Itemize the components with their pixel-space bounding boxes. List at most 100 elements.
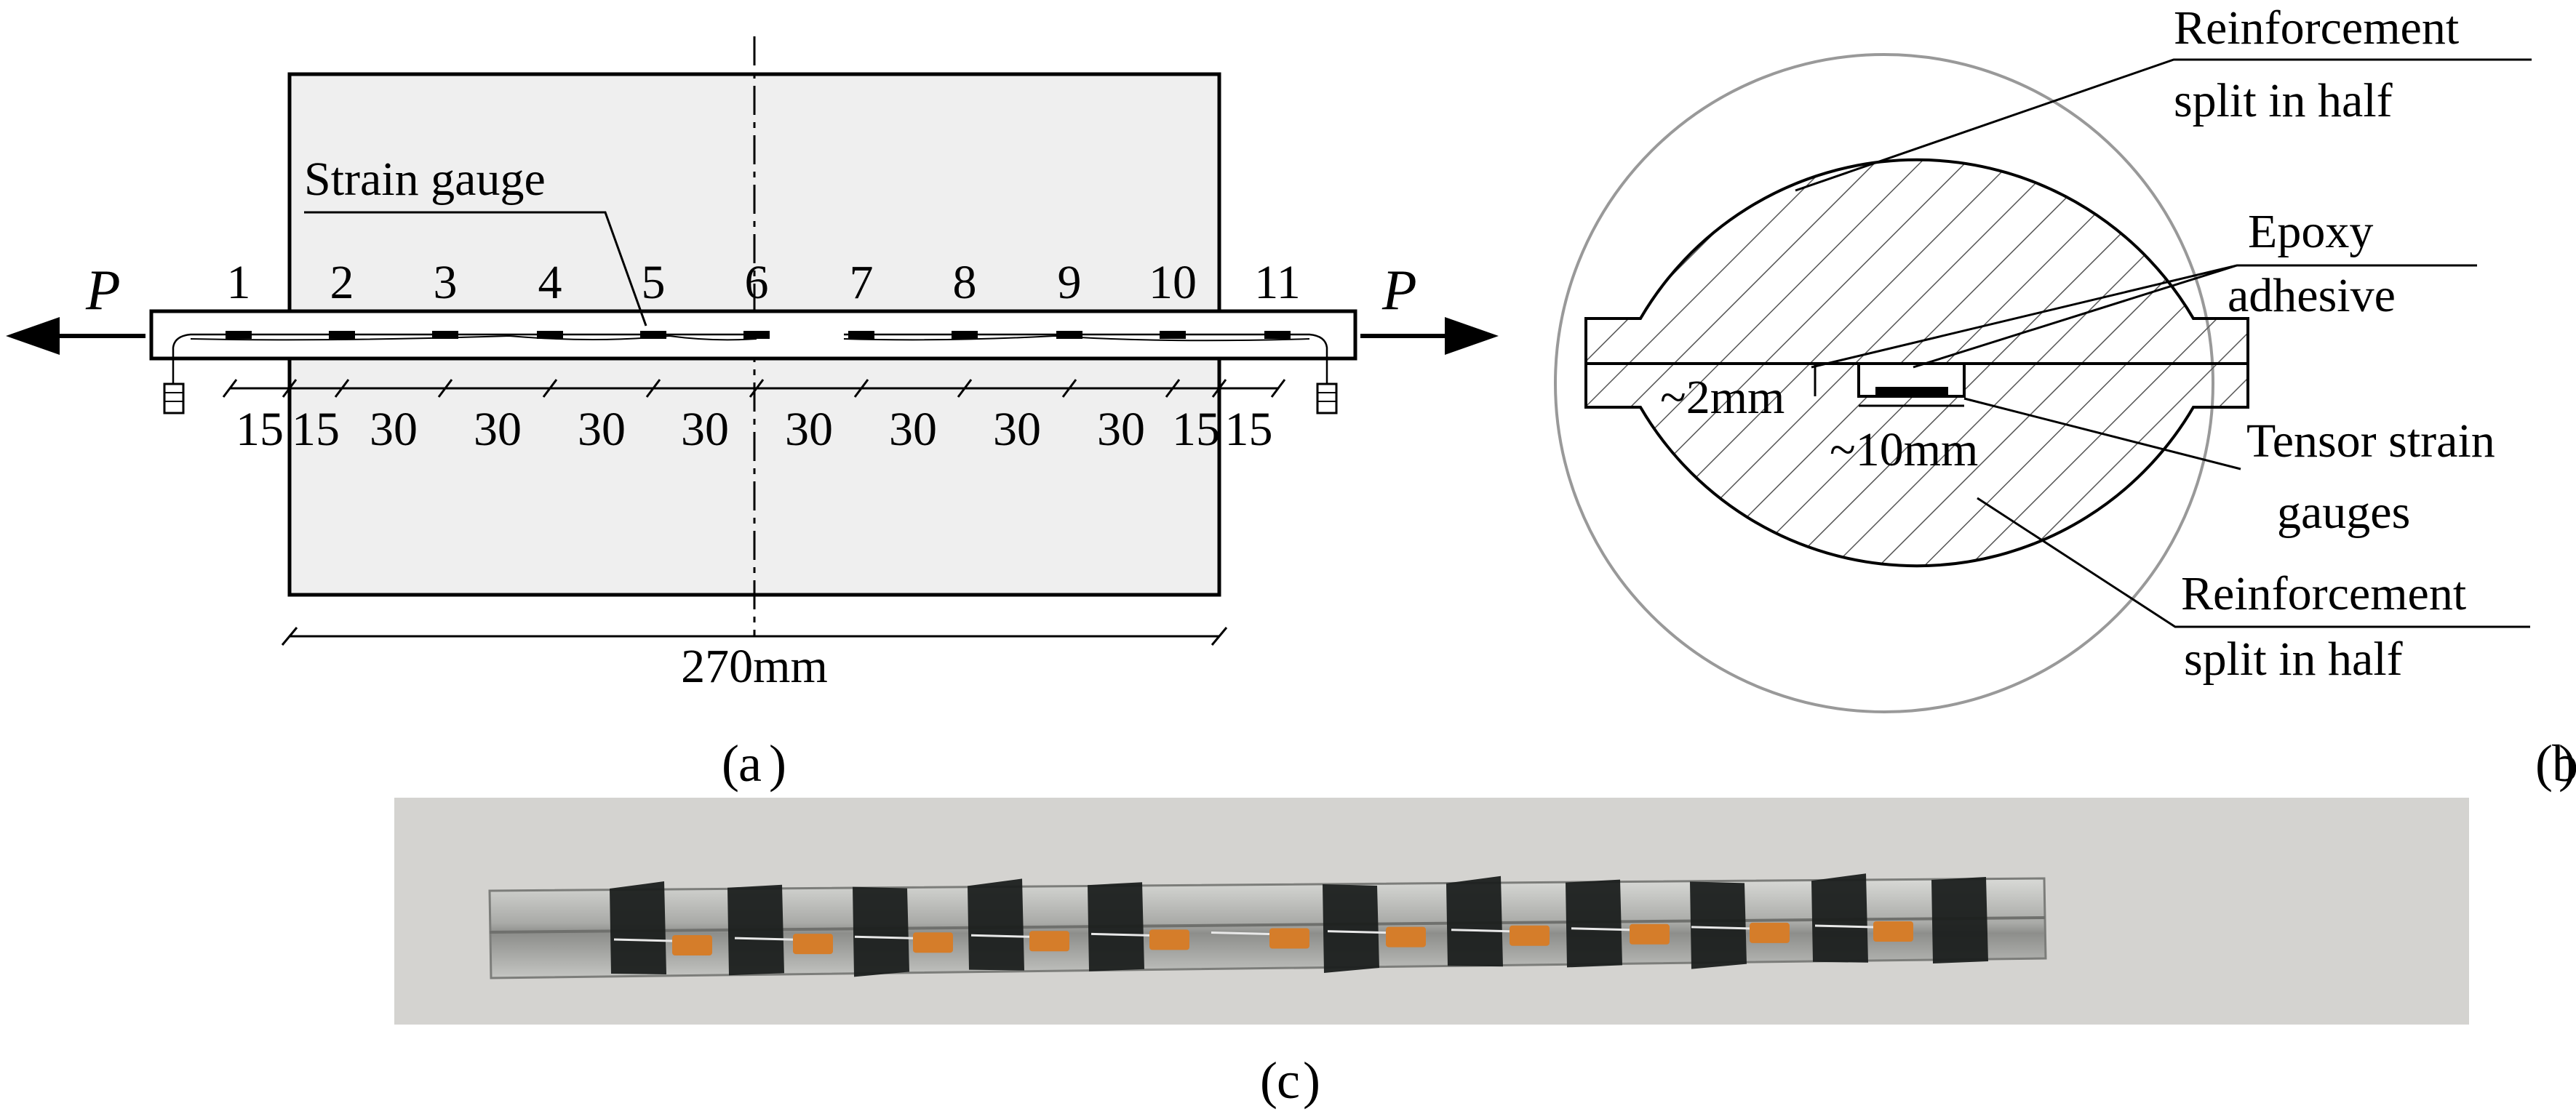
gauge-number-2: 2 xyxy=(330,256,354,309)
caption-b-letter: b xyxy=(2552,734,2576,793)
photo-gauge-1 xyxy=(672,935,712,955)
gauge-number-8: 8 xyxy=(953,256,977,309)
photo-gauge-8 xyxy=(1510,925,1550,946)
top-reinforcement-label-1: Reinforcement xyxy=(2174,1,2459,55)
tape-strip-6 xyxy=(1323,884,1379,973)
dimension-ticks xyxy=(222,379,1286,398)
caption-b: ( b ) xyxy=(2535,734,2576,793)
strain-gauge-10 xyxy=(1160,331,1186,339)
depth-label: ~2mm xyxy=(1660,371,1785,424)
dimension-tick-12 xyxy=(1270,379,1286,398)
tape-strip-10 xyxy=(1811,873,1868,963)
panel-b: Reinforcement split in half Epoxy adhesi… xyxy=(1554,1,2576,793)
spacing-label-2: 30 xyxy=(370,403,418,456)
svg-text:(: ( xyxy=(2535,734,2553,793)
strain-gauge-6 xyxy=(743,331,770,339)
total-dimension-ticks xyxy=(281,627,1228,646)
photo-gauge-wire-4 xyxy=(970,934,1030,938)
tape-strip-8 xyxy=(1566,879,1622,968)
spacing-label-11: 15 xyxy=(1225,403,1273,456)
bottom-reinforcement-leader xyxy=(1977,497,2530,628)
photo-gauge-wire-11 xyxy=(1814,924,1874,929)
load-arrow-right xyxy=(1360,317,1499,355)
photo-gauge-2 xyxy=(793,934,833,955)
tape-strip-5 xyxy=(1088,882,1144,971)
strain-gauge-8 xyxy=(952,331,978,339)
strain-gauge-9 xyxy=(1056,331,1082,339)
top-half-section xyxy=(1584,158,2249,365)
photo-gauge-wire-10 xyxy=(1691,926,1750,930)
tensor-gauges-leader xyxy=(1963,397,2241,470)
dimension-tick-4 xyxy=(542,379,558,398)
svg-text:): ) xyxy=(1303,1051,1320,1110)
groove-gauge xyxy=(1875,387,1948,395)
bottom-reinforcement-label-1: Reinforcement xyxy=(2181,567,2466,620)
caption-b-close: ) xyxy=(2559,734,2576,793)
tape-strip-9 xyxy=(1690,881,1747,969)
photo-gauge-wire-7 xyxy=(1327,930,1387,934)
photo-gauge-6 xyxy=(1269,928,1309,949)
photo-gauge-wire-8 xyxy=(1451,929,1510,933)
tape-strip-1 xyxy=(610,881,666,974)
tensor-gauges-label-2: gauges xyxy=(2277,486,2410,539)
epoxy-leader xyxy=(1811,264,2477,369)
photo-gauges xyxy=(613,921,1913,955)
spacing-label-9: 30 xyxy=(1097,403,1145,456)
strain-gauge-1 xyxy=(226,331,252,339)
gauge-wire-left xyxy=(172,333,757,384)
spacing-label-7: 30 xyxy=(889,403,937,456)
spacing-label-3: 30 xyxy=(474,403,522,456)
top-reinforcement-label-2: split in half xyxy=(2174,74,2393,127)
photo-gauge-wire-6 xyxy=(1211,931,1270,935)
photo-gauge-wire-2 xyxy=(734,937,794,941)
svg-text:): ) xyxy=(769,734,786,793)
load-label-right: P xyxy=(1381,258,1417,321)
tape-strip-3 xyxy=(853,886,909,977)
svg-text:(: ( xyxy=(1260,1051,1277,1110)
caption-c-letter: c xyxy=(1277,1051,1300,1110)
dimension-tick-11 xyxy=(1211,379,1227,398)
photo-gauge-4 xyxy=(1029,931,1069,952)
gauge-number-11: 11 xyxy=(1254,256,1301,309)
dimension-tick-3 xyxy=(437,379,453,398)
photo-gauge-wire-9 xyxy=(1571,927,1630,931)
dimension-tick-1 xyxy=(282,379,298,398)
svg-text:(: ( xyxy=(722,734,739,793)
strain-gauge-label: Strain gauge xyxy=(304,153,546,206)
tape-strip-7 xyxy=(1446,875,1503,967)
tape-strip-11 xyxy=(1931,877,1988,963)
panel-c: ( c ) xyxy=(394,798,2469,1110)
caption-a: ( a ) xyxy=(722,734,786,793)
caption-c: ( c ) xyxy=(1260,1051,1320,1110)
gauge-number-9: 9 xyxy=(1058,256,1082,309)
connector-left xyxy=(163,382,185,414)
photo-gauge-3 xyxy=(913,932,953,953)
strain-gauge-leader xyxy=(304,211,647,326)
photo-gauge-wire-1 xyxy=(613,938,673,942)
bottom-half-section xyxy=(1584,362,2249,568)
dimension-tick-9 xyxy=(1061,379,1077,398)
photo-gauge-5 xyxy=(1149,929,1189,950)
dimension-tick-10 xyxy=(1165,379,1181,398)
dimension-tick-0 xyxy=(222,379,238,398)
strain-gauge-3 xyxy=(432,331,458,339)
photo-gauge-7 xyxy=(1386,926,1426,947)
caption-a-letter: a xyxy=(738,734,762,793)
epoxy-label-line2: adhesive xyxy=(2228,269,2396,322)
spacing-label-1: 15 xyxy=(292,403,340,456)
gauge-number-6: 6 xyxy=(745,256,769,309)
spacing-label-8: 30 xyxy=(993,403,1041,456)
gauge-number-1: 1 xyxy=(227,256,251,309)
photo-gauge-wire-5 xyxy=(1090,932,1150,937)
gauge-number-4: 4 xyxy=(538,256,562,309)
spacing-label-10: 15 xyxy=(1172,403,1220,456)
strain-gauges xyxy=(226,331,1291,339)
load-arrow-left xyxy=(6,317,145,355)
strain-gauge-2 xyxy=(329,331,355,339)
tensor-gauges-label-1: Tensor strain xyxy=(2246,414,2495,468)
dimension-tick-7 xyxy=(853,379,869,398)
spacing-label-6: 30 xyxy=(785,403,833,456)
